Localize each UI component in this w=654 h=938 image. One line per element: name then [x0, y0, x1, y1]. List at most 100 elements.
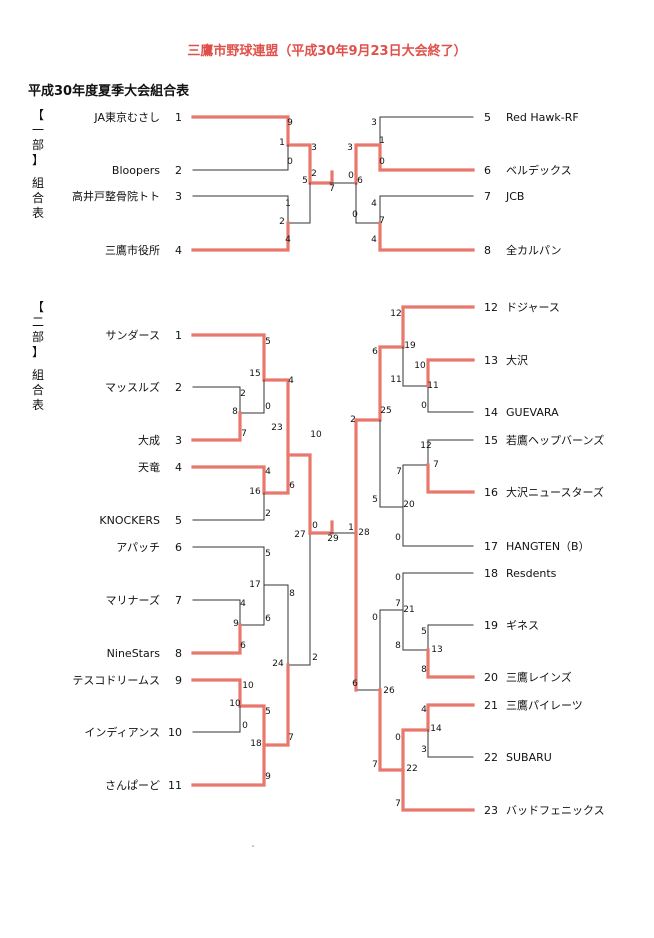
score-label: 0 [265, 402, 271, 412]
score-label: 4 [285, 235, 291, 245]
score-label: 4 [265, 467, 271, 477]
score-label: 12 [390, 309, 401, 319]
team-number: 18 [484, 567, 498, 580]
score-label: 22 [406, 764, 417, 774]
team-number: 4 [175, 244, 182, 257]
winner-path [191, 663, 290, 747]
team-name: ドジャース [506, 301, 560, 314]
division-2-label-char: 二 [31, 315, 44, 329]
score-label: 9 [233, 619, 239, 629]
score-label: 2 [265, 509, 271, 519]
division-2-label-char: 合 [31, 383, 44, 397]
division-2-label: 【二部】組合表 [30, 300, 46, 413]
team-number: 5 [175, 514, 182, 527]
team-name: HANGTEN（B） [506, 540, 590, 553]
team-number: 3 [175, 190, 182, 203]
division-2-label-char: 表 [31, 398, 44, 412]
winner-path [426, 358, 475, 388]
team-number: 11 [168, 779, 182, 792]
team-number: 4 [175, 461, 182, 474]
score-label: 11 [390, 375, 401, 385]
team-name: ベルデックス [506, 163, 572, 177]
score-label: 4 [371, 199, 377, 209]
bracket-line [192, 584, 265, 626]
team-number: 12 [484, 301, 498, 314]
division-1-label-char: 表 [31, 206, 44, 220]
team-name: 若鷹ヘップバーンズ [506, 433, 604, 447]
team-name: 高井戸整骨院トト [72, 189, 160, 203]
score-label: 0 [379, 157, 385, 167]
score-label: 0 [421, 401, 427, 411]
score-label: 2 [350, 415, 356, 425]
score-label: 2 [311, 169, 317, 179]
team-name: バッドフェニックス [506, 804, 605, 817]
team-number: 9 [175, 674, 182, 687]
team-number: 8 [484, 244, 491, 257]
score-label: 0 [395, 733, 401, 743]
bracket-line [192, 532, 311, 666]
score-label: 7 [372, 760, 378, 770]
division-1-label-char: 】 [31, 153, 44, 167]
score-label: 6 [265, 614, 271, 624]
score-label: 27 [294, 530, 305, 540]
score-label: 7 [241, 429, 247, 439]
bracket-line [192, 144, 289, 171]
score-label: 10 [242, 681, 254, 691]
score-label: 9 [287, 118, 293, 128]
winner-path [426, 463, 475, 494]
winner-path [191, 221, 290, 252]
score-label: 7 [396, 467, 402, 477]
team-name: JA東京むさし [93, 110, 160, 124]
score-label: 14 [430, 724, 442, 734]
score-label: 7 [288, 733, 294, 743]
team-number: 21 [484, 699, 498, 712]
score-label: 5 [265, 707, 271, 717]
division-1-label-char: 【 [31, 108, 44, 122]
winner-path [191, 453, 290, 495]
score-label: 4 [421, 705, 427, 715]
winner-path [378, 688, 475, 772]
score-label: 7 [395, 799, 401, 809]
score-label: 24 [272, 659, 284, 669]
team-number: 20 [484, 671, 498, 684]
score-label: 7 [395, 599, 401, 609]
score-label: 1 [279, 138, 285, 148]
score-label: 2 [279, 217, 285, 227]
team-number: 1 [175, 111, 182, 124]
winner-path [426, 648, 475, 679]
team-name: SUBARU [506, 751, 552, 764]
score-label: 0 [242, 721, 248, 731]
score-label: 4 [240, 599, 246, 609]
score-label: 26 [383, 686, 395, 696]
score-label: 1 [285, 199, 291, 209]
team-number: 23 [484, 804, 498, 817]
team-number: 16 [484, 486, 498, 499]
subtitle: 平成30年度夏季大会組合表 [28, 84, 190, 99]
score-label: 5 [372, 495, 378, 505]
team-name: NineStars [107, 647, 161, 660]
bracket-line [402, 346, 474, 413]
team-number: 2 [175, 381, 182, 394]
score-label: 29 [327, 534, 339, 544]
score-label: 8 [289, 589, 295, 599]
division-2-label-char: 】 [31, 345, 44, 359]
score-label: 8 [421, 665, 427, 675]
bracket-line [192, 379, 265, 414]
team-name: 大沢 [506, 353, 528, 367]
team-name: 三鷹市役所 [105, 243, 160, 257]
score-label: 10 [310, 430, 322, 440]
division-1-label-char: 組 [31, 176, 44, 190]
division-1-label-char: 一 [31, 123, 44, 137]
score-label: 4 [371, 235, 377, 245]
bracket-line [402, 609, 474, 651]
team-name: インディアンス [84, 725, 160, 739]
team-number: 19 [484, 619, 498, 632]
score-label: 3 [371, 118, 377, 128]
division-2-label-char: 部 [31, 330, 44, 344]
team-name: 三鷹レインズ [506, 670, 572, 684]
score-label: 12 [420, 441, 431, 451]
score-label: 10 [414, 361, 426, 371]
team-name: Bloopers [112, 164, 160, 177]
score-label: 6 [357, 176, 363, 186]
score-label: 23 [271, 423, 282, 433]
